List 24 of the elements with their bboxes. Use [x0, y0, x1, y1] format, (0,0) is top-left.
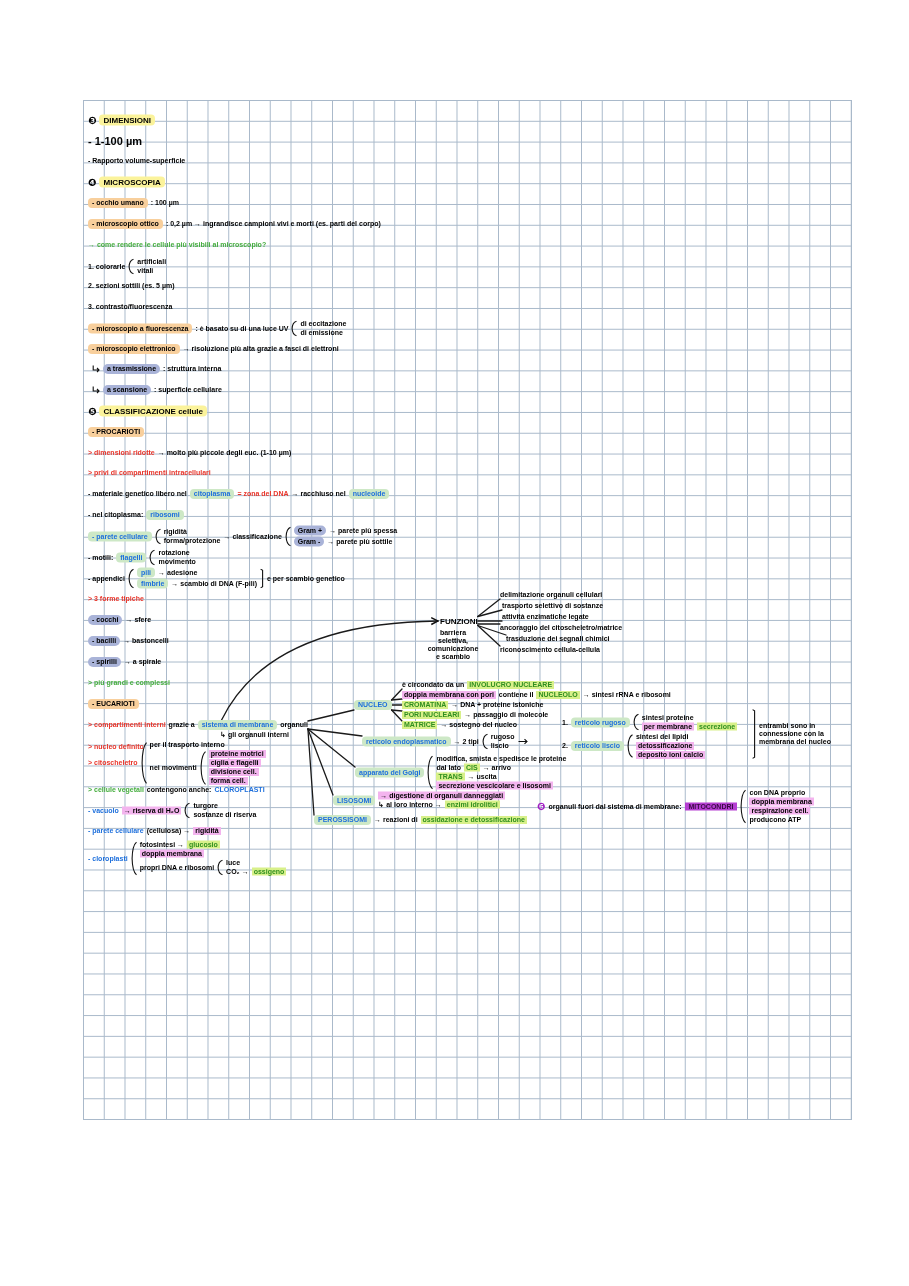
note-text: - 1-100 µm — [88, 135, 143, 147]
section-number: ❺ — [88, 406, 97, 416]
connector-line — [307, 728, 334, 796]
connector-line — [390, 704, 403, 706]
connector-line — [477, 624, 501, 647]
connector-line — [390, 698, 403, 701]
section-number: ❹ — [88, 177, 97, 187]
highlighted-heading: MICROSCOPIA — [99, 176, 165, 188]
connector-line — [307, 728, 363, 737]
connector-line — [477, 623, 501, 625]
connector-line — [477, 609, 503, 618]
section-number: ❻ — [537, 801, 546, 811]
connector-line — [307, 728, 315, 816]
section-number: ❸ — [88, 115, 97, 125]
section-heading: FUNZIONI — [440, 616, 478, 626]
connector-line — [390, 709, 403, 722]
connector-line — [477, 624, 507, 636]
connector-line — [307, 709, 355, 722]
connector-line — [390, 688, 403, 701]
highlighted-heading: DIMENSIONI — [99, 114, 156, 126]
highlighted-heading: CLASSIFICAZIONE cellule — [99, 405, 208, 417]
connector-line — [477, 598, 501, 618]
connector-line — [477, 620, 503, 622]
arrow — [220, 617, 439, 721]
